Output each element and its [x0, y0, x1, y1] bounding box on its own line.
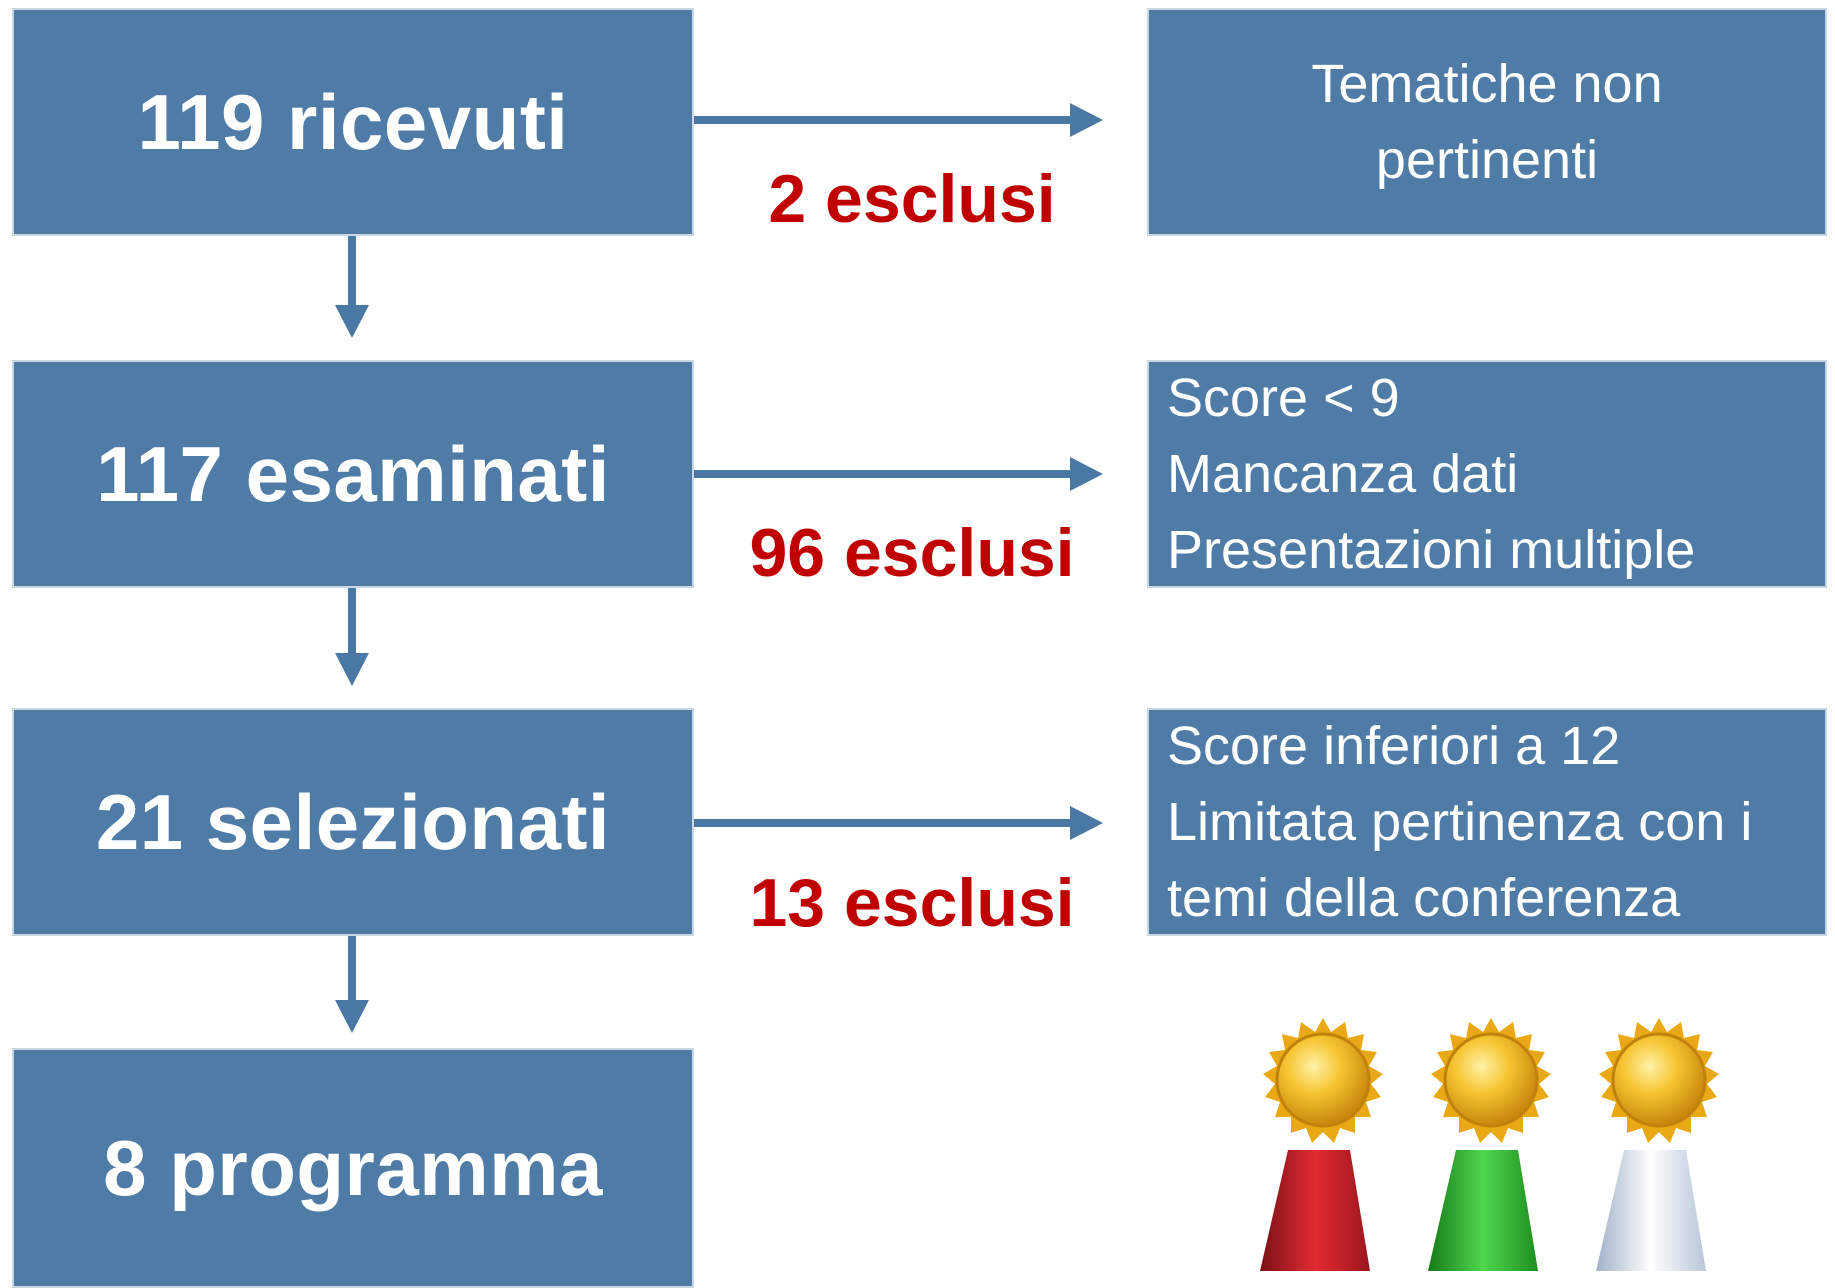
down-arrow-1: [335, 235, 369, 338]
stage-label: 8 programma: [103, 1123, 603, 1212]
stage-box-examined: 117 esaminati: [12, 360, 694, 588]
reason-line: Score < 9: [1167, 368, 1400, 428]
reason-line: temi della conferenza: [1167, 868, 1681, 928]
excluded-count-1: 2 esclusi: [768, 161, 1056, 237]
right-arrow-1: [694, 103, 1103, 137]
excluded-count-2: 96 esclusi: [749, 515, 1075, 591]
reason-line: Score inferiori a 12: [1167, 716, 1621, 776]
award-rosette-silver-icon: [1596, 1018, 1719, 1271]
down-arrow-3: [335, 932, 369, 1033]
right-arrow-2: [694, 457, 1103, 491]
right-arrow-3: [694, 806, 1103, 840]
down-arrow-2: [335, 583, 369, 686]
award-rosette-red-icon: [1260, 1018, 1383, 1271]
stage-label: 117 esaminati: [96, 429, 610, 518]
excluded-count-3: 13 esclusi: [749, 865, 1075, 941]
stage-box-received: 119 ricevuti: [12, 8, 694, 236]
exclusion-reason-box-1: Tematiche non pertinenti: [1147, 8, 1827, 236]
stage-label: 119 ricevuti: [137, 77, 569, 166]
reason-text: Tematiche non pertinenti: [1311, 54, 1663, 190]
reason-line: Presentazioni multiple: [1167, 520, 1696, 580]
exclusion-reason-box-2: Score < 9 Mancanza dati Presentazioni mu…: [1147, 360, 1827, 588]
award-rosette-green-icon: [1428, 1018, 1551, 1271]
exclusion-reason-box-3: Score inferiori a 12 Limitata pertinenza…: [1147, 708, 1827, 936]
stage-label: 21 selezionati: [95, 777, 611, 866]
award-rosettes: [1260, 1018, 1719, 1271]
stage-box-selected: 21 selezionati: [12, 708, 694, 936]
reason-line: Mancanza dati: [1167, 444, 1519, 504]
reason-line: Limitata pertinenza con i: [1167, 792, 1753, 852]
stage-box-program: 8 programma: [12, 1048, 694, 1288]
